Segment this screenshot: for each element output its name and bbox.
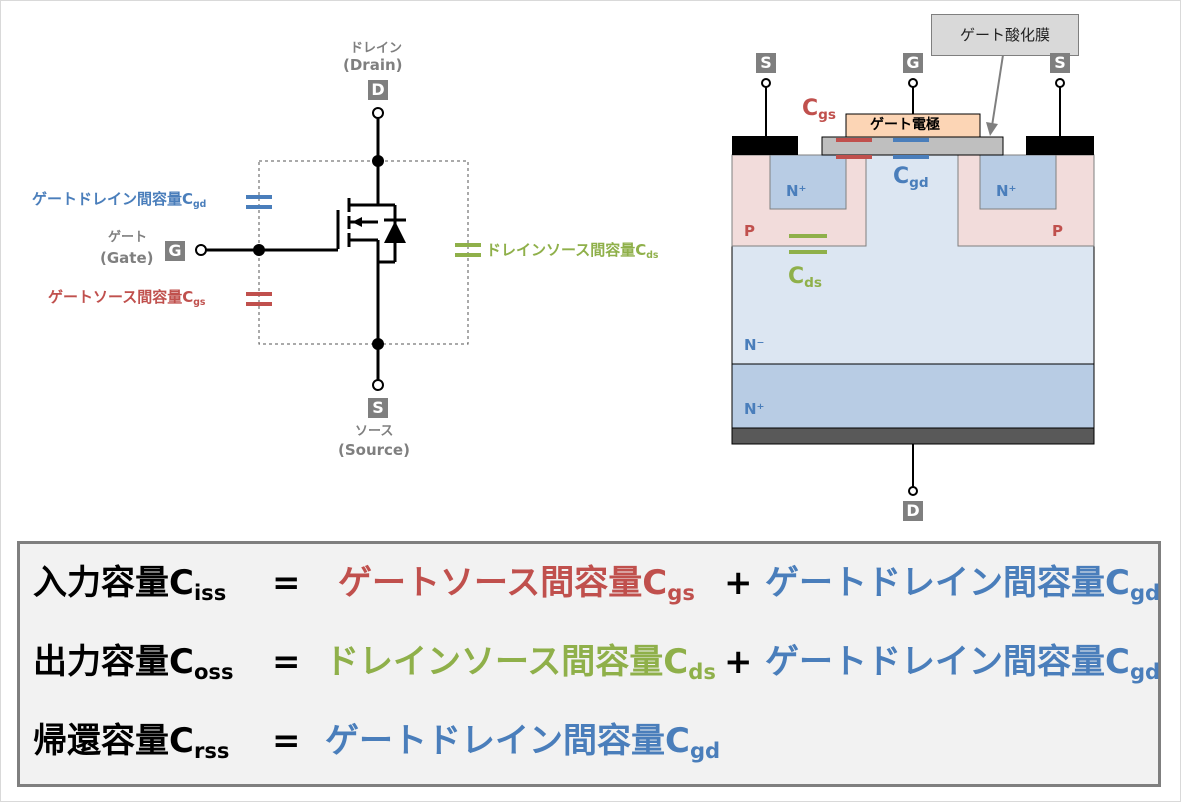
cgs-symbol-label: ゲートソース間容量Cgs bbox=[48, 288, 206, 308]
coss-term-cds: ドレインソース間容量Cds bbox=[325, 642, 716, 684]
gate-label-en: (Gate) bbox=[100, 249, 154, 267]
gate-label-jp: ゲート bbox=[108, 230, 148, 245]
coss-term-cgd: ゲートドレイン間容量Cgd bbox=[765, 642, 1161, 684]
junction-dot-drain bbox=[372, 155, 384, 167]
equals-sign: = bbox=[272, 642, 301, 682]
source-label-en: (Source) bbox=[338, 441, 410, 459]
cgd-symbol-label: ゲートドレイン間容量Cgd bbox=[32, 190, 207, 210]
mosfet-symbol bbox=[206, 118, 469, 380]
drain-metal bbox=[731, 427, 1095, 445]
cs-source-badge-left: S bbox=[756, 53, 776, 73]
crss-label: 帰還容量Crss bbox=[33, 721, 230, 763]
drain-terminal bbox=[372, 107, 384, 119]
cds-symbol-label: ドレインソース間容量Cds bbox=[486, 241, 659, 261]
cgs-section-label: Cgs bbox=[802, 96, 837, 123]
gate-oxide-callout: ゲート酸化膜 bbox=[931, 14, 1079, 56]
cs-gate-badge: G bbox=[903, 53, 923, 73]
mosfet-cross-section bbox=[731, 54, 1095, 496]
cs-source-badge-right: S bbox=[1050, 53, 1070, 73]
ciss-term-cgd: ゲートドレイン間容量Cgd bbox=[765, 563, 1161, 605]
body-arrow bbox=[352, 217, 362, 227]
cgd-section-label: Cgd bbox=[893, 164, 929, 191]
source-badge: S bbox=[368, 398, 388, 418]
body-diode-triangle bbox=[384, 221, 406, 243]
n-plus-right-label: N⁺ bbox=[996, 182, 1017, 200]
cgs-capacitor-mark bbox=[246, 292, 272, 306]
cgs-section-mark bbox=[836, 138, 872, 159]
drain-badge: D bbox=[368, 80, 388, 100]
drain-label-en: (Drain) bbox=[343, 56, 403, 74]
cds-section-mark bbox=[789, 234, 827, 254]
equals-sign: = bbox=[272, 721, 301, 761]
plus-sign: + bbox=[724, 642, 753, 682]
gate-terminal bbox=[195, 244, 207, 256]
cgd-section-mark bbox=[893, 138, 929, 159]
equals-sign: = bbox=[272, 563, 301, 603]
n-plus-source-right bbox=[979, 154, 1057, 210]
source-terminal bbox=[372, 379, 384, 391]
source-metal-right bbox=[1026, 136, 1094, 155]
n-plus-substrate bbox=[731, 363, 1095, 429]
ciss-label: 入力容量Ciss bbox=[33, 563, 227, 605]
drain-label-jp: ドレイン bbox=[350, 41, 403, 56]
n-minus-label: N⁻ bbox=[744, 336, 765, 354]
cgd-capacitor-mark bbox=[246, 195, 272, 209]
cds-section-label: Cds bbox=[788, 264, 823, 291]
source-metal-left bbox=[732, 136, 798, 155]
gate-electrode-label: ゲート電極 bbox=[870, 117, 940, 133]
coss-label: 出力容量Coss bbox=[33, 642, 234, 684]
cds-capacitor-mark bbox=[455, 243, 481, 257]
junction-dot-source bbox=[372, 338, 384, 350]
gate-badge: G bbox=[165, 241, 185, 261]
n-plus-left-label: N⁺ bbox=[786, 182, 807, 200]
source-label-jp: ソース bbox=[355, 424, 394, 439]
p-right-label: P bbox=[1052, 222, 1063, 240]
junction-dot-gate bbox=[253, 244, 265, 256]
ciss-term-cgs: ゲートソース間容量Cgs bbox=[338, 563, 695, 605]
n-plus-substrate-label: N⁺ bbox=[744, 400, 765, 418]
crss-term-cgd: ゲートドレイン間容量Cgd bbox=[325, 721, 721, 763]
capacitance-formulas-panel: 入力容量Ciss = ゲートソース間容量Cgs + ゲートドレイン間容量Cgd … bbox=[17, 541, 1161, 787]
n-plus-source-left bbox=[769, 154, 847, 210]
plus-sign: + bbox=[724, 563, 753, 603]
dashed-package-box bbox=[258, 160, 469, 345]
p-left-label: P bbox=[744, 222, 755, 240]
cs-drain-badge: D bbox=[903, 501, 923, 521]
